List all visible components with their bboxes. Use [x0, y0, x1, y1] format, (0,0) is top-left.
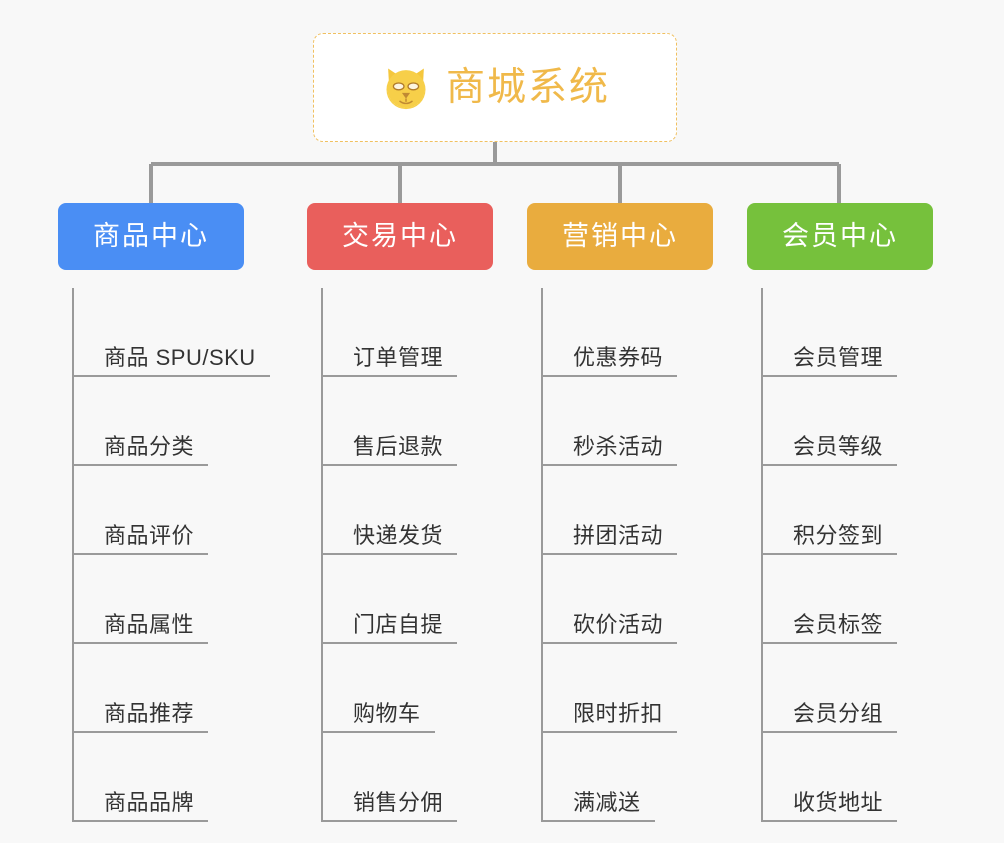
leaf-list-trade: 订单管理 售后退款 快递发货 门店自提 购物车: [321, 288, 527, 822]
category-header-label: 会员中心: [782, 221, 898, 251]
leaf-underline: [72, 820, 208, 822]
leaf-label: 秒杀活动: [573, 434, 664, 459]
category-header-trade[interactable]: 交易中心: [307, 203, 493, 270]
leaf-item[interactable]: 会员分组: [761, 644, 967, 733]
leaf-list-product: 商品 SPU/SKU 商品分类 商品评价 商品属性 商品推荐: [72, 288, 278, 822]
leaf-underline: [541, 375, 677, 377]
leaf-item[interactable]: 会员管理: [761, 288, 967, 377]
leaf-item[interactable]: 商品评价: [72, 466, 278, 555]
leaf-underline: [761, 375, 897, 377]
leaf-underline: [761, 642, 897, 644]
leaf-label: 会员等级: [793, 434, 884, 459]
leaf-item[interactable]: 满减送: [541, 733, 747, 822]
leaf-underline: [541, 731, 677, 733]
leaf-underline: [761, 731, 897, 733]
leaf-item[interactable]: 收货地址: [761, 733, 967, 822]
leaf-item[interactable]: 会员标签: [761, 555, 967, 644]
leaf-item[interactable]: 限时折扣: [541, 644, 747, 733]
leaf-item[interactable]: 商品分类: [72, 377, 278, 466]
leaf-item[interactable]: 会员等级: [761, 377, 967, 466]
leaf-underline: [541, 464, 677, 466]
leaf-label: 商品品牌: [104, 790, 195, 815]
leaf-label: 商品分类: [104, 434, 195, 459]
category-header-product[interactable]: 商品中心: [58, 203, 244, 270]
leaf-underline: [321, 642, 457, 644]
leaf-underline: [541, 820, 655, 822]
leaf-spine: [321, 288, 323, 822]
leaf-label: 拼团活动: [573, 523, 664, 548]
category-header-marketing[interactable]: 营销中心: [527, 203, 713, 270]
leaf-item[interactable]: 秒杀活动: [541, 377, 747, 466]
leaf-underline: [321, 553, 457, 555]
leaf-label: 限时折扣: [573, 701, 664, 726]
leaf-label: 购物车: [353, 701, 421, 726]
leaf-label: 会员分组: [793, 701, 884, 726]
leaf-label: 订单管理: [353, 345, 444, 370]
leaf-label: 商品评价: [104, 523, 195, 548]
leaf-spine: [72, 288, 74, 822]
category-header-label: 营销中心: [562, 221, 678, 251]
leaf-item[interactable]: 商品 SPU/SKU: [72, 288, 278, 377]
category-header-member[interactable]: 会员中心: [747, 203, 933, 270]
leaf-underline: [72, 642, 208, 644]
leaf-item[interactable]: 商品品牌: [72, 733, 278, 822]
leaf-list-member: 会员管理 会员等级 积分签到 会员标签 会员分组: [761, 288, 967, 822]
leaf-item[interactable]: 砍价活动: [541, 555, 747, 644]
leaf-underline: [72, 553, 208, 555]
leaf-underline: [541, 553, 677, 555]
leaf-item[interactable]: 售后退款: [321, 377, 527, 466]
leaf-label: 优惠券码: [573, 345, 664, 370]
leaf-underline: [321, 375, 457, 377]
leaf-item[interactable]: 销售分佣: [321, 733, 527, 822]
leaf-label: 商品 SPU/SKU: [104, 345, 256, 370]
root-title: 商城系统: [445, 66, 610, 109]
category-header-label: 交易中心: [342, 221, 458, 251]
leaf-item[interactable]: 商品推荐: [72, 644, 278, 733]
leaf-label: 会员管理: [793, 345, 884, 370]
leaf-item[interactable]: 门店自提: [321, 555, 527, 644]
leaf-label: 砍价活动: [573, 612, 664, 637]
leaf-item[interactable]: 商品属性: [72, 555, 278, 644]
root-node[interactable]: 商城系统: [313, 33, 677, 142]
leaf-label: 售后退款: [353, 434, 444, 459]
leaf-item[interactable]: 优惠券码: [541, 288, 747, 377]
category-column-trade: 交易中心 订单管理 售后退款 快递发货 门店自提: [307, 203, 527, 838]
leaf-item[interactable]: 积分签到: [761, 466, 967, 555]
category-header-label: 商品中心: [93, 221, 209, 251]
leaf-item[interactable]: 快递发货: [321, 466, 527, 555]
leaf-underline: [321, 820, 457, 822]
category-column-product: 商品中心 商品 SPU/SKU 商品分类 商品评价 商品属性: [58, 203, 278, 838]
leaf-underline: [72, 375, 270, 377]
leaf-spine: [761, 288, 763, 822]
leaf-underline: [321, 464, 457, 466]
leaf-label: 商品推荐: [104, 701, 195, 726]
leaf-underline: [761, 464, 897, 466]
leaf-underline: [761, 820, 897, 822]
leaf-list-marketing: 优惠券码 秒杀活动 拼团活动 砍价活动 限时折扣: [541, 288, 747, 822]
leaf-label: 满减送: [573, 790, 641, 815]
leaf-label: 快递发货: [353, 523, 444, 548]
leaf-label: 积分签到: [793, 523, 884, 548]
dog-face-icon: [386, 68, 426, 111]
leaf-label: 会员标签: [793, 612, 884, 637]
category-column-member: 会员中心 会员管理 会员等级 积分签到 会员标签: [747, 203, 967, 838]
leaf-underline: [72, 731, 208, 733]
leaf-label: 销售分佣: [353, 790, 444, 815]
leaf-item[interactable]: 购物车: [321, 644, 527, 733]
leaf-item[interactable]: 订单管理: [321, 288, 527, 377]
category-column-marketing: 营销中心 优惠券码 秒杀活动 拼团活动 砍价活动: [527, 203, 747, 838]
leaf-underline: [72, 464, 208, 466]
leaf-underline: [761, 553, 897, 555]
leaf-label: 收货地址: [793, 790, 884, 815]
leaf-underline: [321, 731, 435, 733]
leaf-spine: [541, 288, 543, 822]
leaf-label: 商品属性: [104, 612, 195, 637]
leaf-label: 门店自提: [353, 612, 444, 637]
leaf-underline: [541, 642, 677, 644]
leaf-item[interactable]: 拼团活动: [541, 466, 747, 555]
category-columns: 商品中心 商品 SPU/SKU 商品分类 商品评价 商品属性: [0, 203, 1004, 843]
